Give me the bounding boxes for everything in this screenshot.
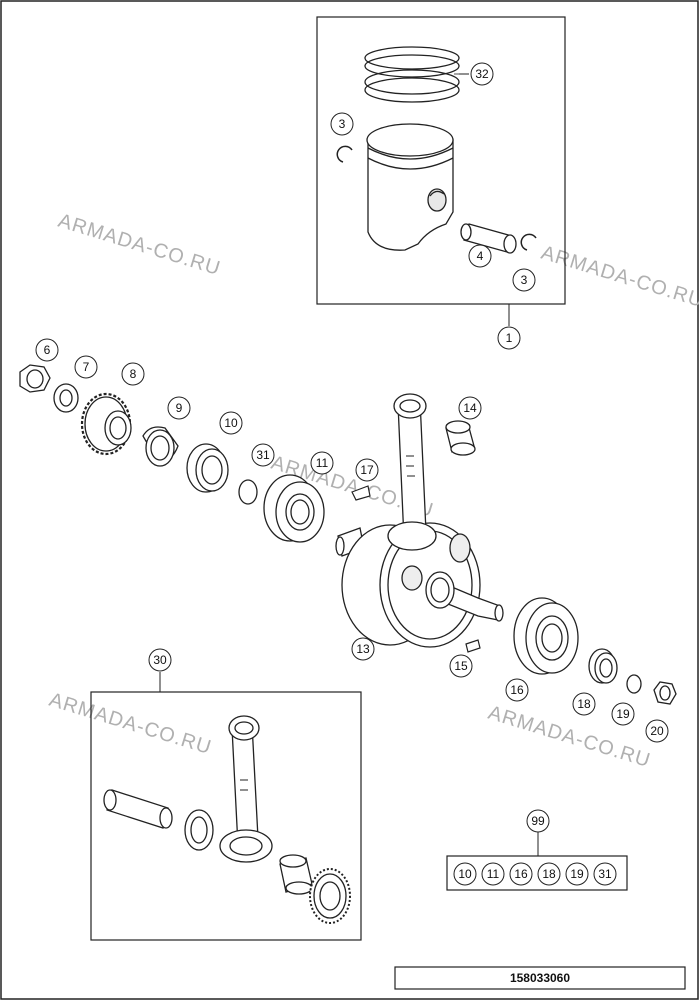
washer [53, 383, 79, 413]
svg-text:19: 19 [570, 867, 584, 881]
svg-text:31: 31 [598, 867, 612, 881]
svg-text:13: 13 [356, 642, 370, 656]
conrod-pin [103, 789, 173, 829]
svg-text:1: 1 [506, 331, 513, 345]
crankshaft [335, 522, 504, 648]
callout-32: 32 [470, 62, 494, 86]
callout-11: 11 [310, 451, 334, 475]
callout-31: 31 [251, 443, 275, 467]
svg-text:11: 11 [316, 456, 329, 470]
svg-text:19: 19 [616, 707, 630, 721]
callout-1: 1 [497, 326, 521, 350]
svg-text:18: 18 [542, 867, 556, 881]
watermark: ARMADA-CO.RU [47, 689, 215, 759]
svg-text:7: 7 [83, 360, 90, 374]
svg-text:10: 10 [224, 416, 238, 430]
spacer-ring [142, 426, 179, 467]
main-bearing-right [513, 597, 579, 675]
circlip [336, 145, 353, 163]
svg-text:99: 99 [531, 814, 545, 828]
callout-8: 8 [121, 362, 145, 386]
conrod-kit-box [90, 691, 362, 941]
svg-text:10: 10 [458, 867, 472, 881]
svg-text:15: 15 [454, 659, 468, 673]
svg-text:9: 9 [176, 401, 183, 415]
woodruff-key [465, 639, 481, 653]
nut [19, 364, 51, 393]
callout-13: 13 [351, 637, 375, 661]
piston-kit-box [316, 16, 566, 305]
callout-17: 17 [355, 458, 379, 482]
kit-99-box [446, 855, 628, 891]
svg-text:11: 11 [487, 867, 500, 881]
callout-30: 30 [148, 648, 172, 672]
nut-right [653, 681, 677, 705]
o-ring-right [626, 674, 642, 694]
svg-text:3: 3 [339, 117, 346, 131]
needle-bearing [445, 420, 476, 456]
svg-text:16: 16 [510, 683, 524, 697]
callout-7: 7 [74, 355, 98, 379]
circlip [520, 233, 537, 251]
callout-99: 99 [526, 809, 550, 833]
watermark: ARMADA-CO.RU [539, 242, 699, 312]
svg-text:4: 4 [477, 249, 484, 263]
kit-99-item: 10 [453, 862, 477, 886]
o-ring [238, 479, 258, 505]
drawing-number-box [394, 966, 686, 990]
kit-99-item: 19 [565, 862, 589, 886]
watermark: ARMADA-CO.RU [56, 210, 224, 280]
svg-text:30: 30 [153, 653, 167, 667]
svg-text:31: 31 [256, 448, 270, 462]
svg-text:32: 32 [475, 67, 489, 81]
conrod [219, 715, 273, 863]
kit-99-item: 31 [593, 862, 617, 886]
piston-rings [364, 46, 460, 103]
callout-3: 3 [512, 268, 536, 292]
callout-3: 3 [330, 112, 354, 136]
callout-9: 9 [167, 396, 191, 420]
svg-text:6: 6 [44, 343, 51, 357]
needle-cage [309, 868, 351, 924]
callout-15: 15 [449, 654, 473, 678]
callout-19: 19 [611, 702, 635, 726]
svg-text:3: 3 [521, 273, 528, 287]
callout-20: 20 [645, 719, 669, 743]
shaft-seal-right [588, 648, 618, 684]
drawing-number: 158033060 [510, 971, 570, 985]
svg-text:18: 18 [577, 697, 591, 711]
svg-text:16: 16 [514, 867, 528, 881]
callout-16: 16 [505, 678, 529, 702]
svg-text:8: 8 [130, 367, 137, 381]
svg-text:20: 20 [650, 724, 664, 738]
svg-text:14: 14 [463, 401, 477, 415]
svg-text:17: 17 [360, 463, 374, 477]
callout-6: 6 [35, 338, 59, 362]
crankshaft-gear [80, 392, 132, 456]
kit-99-item: 18 [537, 862, 561, 886]
callout-18: 18 [572, 692, 596, 716]
connecting-rod [387, 393, 437, 551]
piston [366, 123, 454, 251]
kit-99-item: 16 [509, 862, 533, 886]
kit-99-item: 11 [481, 862, 505, 886]
callout-4: 4 [468, 244, 492, 268]
main-bearing-left [263, 474, 325, 543]
callout-10: 10 [219, 411, 243, 435]
piston-pin [460, 223, 517, 254]
shaft-seal [186, 443, 229, 493]
woodruff-key [351, 485, 371, 501]
callout-14: 14 [458, 396, 482, 420]
conrod-needle-bearing [279, 854, 313, 895]
thrust-washer [184, 809, 214, 851]
